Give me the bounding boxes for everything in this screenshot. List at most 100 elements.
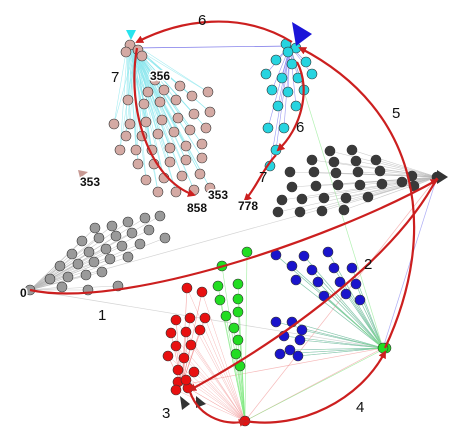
blue-node (354, 294, 366, 306)
dark-edge (329, 150, 438, 178)
step-label-7-left: 7 (111, 69, 119, 86)
pink-cyan-edge (127, 39, 201, 175)
blue-hub-triangle (292, 22, 312, 46)
gray-edge (29, 286, 63, 291)
blue-green-edge (317, 281, 384, 349)
red-node (184, 312, 196, 324)
dark-node (294, 206, 306, 218)
gray-node (110, 230, 122, 242)
blue-green-edge (345, 293, 384, 349)
dark-node (308, 166, 320, 178)
step-label-7-mid: 7 (259, 169, 267, 186)
blue-green-edge (303, 255, 384, 349)
gray-node (134, 238, 146, 250)
dark-node (284, 166, 296, 178)
green-edge (244, 347, 387, 422)
red-node (185, 339, 197, 351)
red-node (188, 366, 200, 378)
gray-node (143, 224, 155, 236)
pink-node (202, 86, 214, 98)
cyan-node (300, 56, 312, 68)
cross-edge (289, 45, 384, 349)
blue-green-edge (297, 347, 384, 357)
dark-triangle-3b (180, 396, 190, 410)
gray-node (62, 271, 74, 283)
blue-node (270, 316, 282, 328)
cyan-node (276, 72, 288, 84)
gray-node (76, 235, 88, 247)
blue-node (328, 262, 340, 274)
step-label-5: 5 (392, 105, 400, 122)
cyan-node (266, 84, 278, 96)
step-label-1: 1 (98, 307, 106, 324)
pink-cyan-edge (127, 39, 183, 177)
blue-green-edge (291, 321, 384, 349)
node-label-0: 0 (20, 286, 27, 300)
gray-node (106, 220, 118, 232)
pink-triangle-353 (78, 170, 88, 178)
pink-node (154, 96, 166, 108)
blue-node (334, 276, 346, 288)
pink-node (204, 182, 216, 194)
blue-green-edge (355, 283, 384, 349)
dark-node (340, 192, 352, 204)
green-node (212, 280, 224, 292)
blue-node (286, 260, 298, 272)
dark-node (338, 204, 350, 216)
pink-cyan-edge (127, 39, 139, 165)
pink-node (174, 80, 186, 92)
dark-node (374, 165, 386, 177)
dark-edge (337, 176, 438, 186)
pink-node (108, 118, 120, 130)
dark-node (330, 167, 342, 179)
gray-node (100, 243, 112, 255)
cyan-node (282, 86, 294, 98)
arrow-6-top (135, 20, 293, 43)
pink-node (152, 128, 164, 140)
blue-green-edge (301, 329, 384, 349)
gray-node (44, 273, 56, 285)
pink-node (170, 186, 182, 198)
dark-triangle-3 (196, 396, 206, 408)
gray-edge (29, 285, 119, 291)
dark-node (272, 206, 284, 218)
dark-node (310, 180, 322, 192)
green-node (220, 310, 232, 322)
red-edge-2 (201, 291, 246, 422)
gray-node (80, 269, 92, 281)
red-edge-2 (193, 371, 246, 422)
cross-edge (181, 347, 384, 386)
dark-node (370, 154, 382, 166)
cross-edge (29, 176, 438, 291)
pink-node (176, 170, 188, 182)
cyan-node (272, 100, 284, 112)
green-edge (239, 365, 246, 422)
dark-node (352, 166, 364, 178)
green-edge (221, 265, 246, 422)
arrows-layer (29, 20, 439, 427)
dark-node (396, 176, 408, 188)
blue-node (274, 348, 286, 360)
dark-edge (343, 176, 438, 211)
red-node (170, 384, 182, 396)
blue-node (284, 344, 296, 356)
blue-green-edge (359, 299, 384, 349)
red-node (170, 340, 182, 352)
pink-cyan-edge (127, 39, 211, 189)
cross-edge (134, 45, 291, 49)
dark-node (276, 194, 288, 206)
step-label-2: 2 (364, 256, 372, 273)
pink-node (184, 124, 196, 136)
node-label-353-right: 353 (208, 188, 228, 202)
cyan-node (262, 122, 274, 134)
labels-layer: 1 2 3 4 5 6 6 7 7 0 356 353 353 858 778 (19, 12, 401, 422)
node-label-778: 778 (238, 199, 258, 213)
dark-edge (333, 161, 438, 178)
blue-node (312, 276, 324, 288)
pink-node (136, 50, 148, 62)
green-node (241, 246, 253, 258)
cyan-triangle-left (126, 30, 136, 40)
gray-node (126, 227, 138, 239)
red-edge (170, 332, 183, 386)
